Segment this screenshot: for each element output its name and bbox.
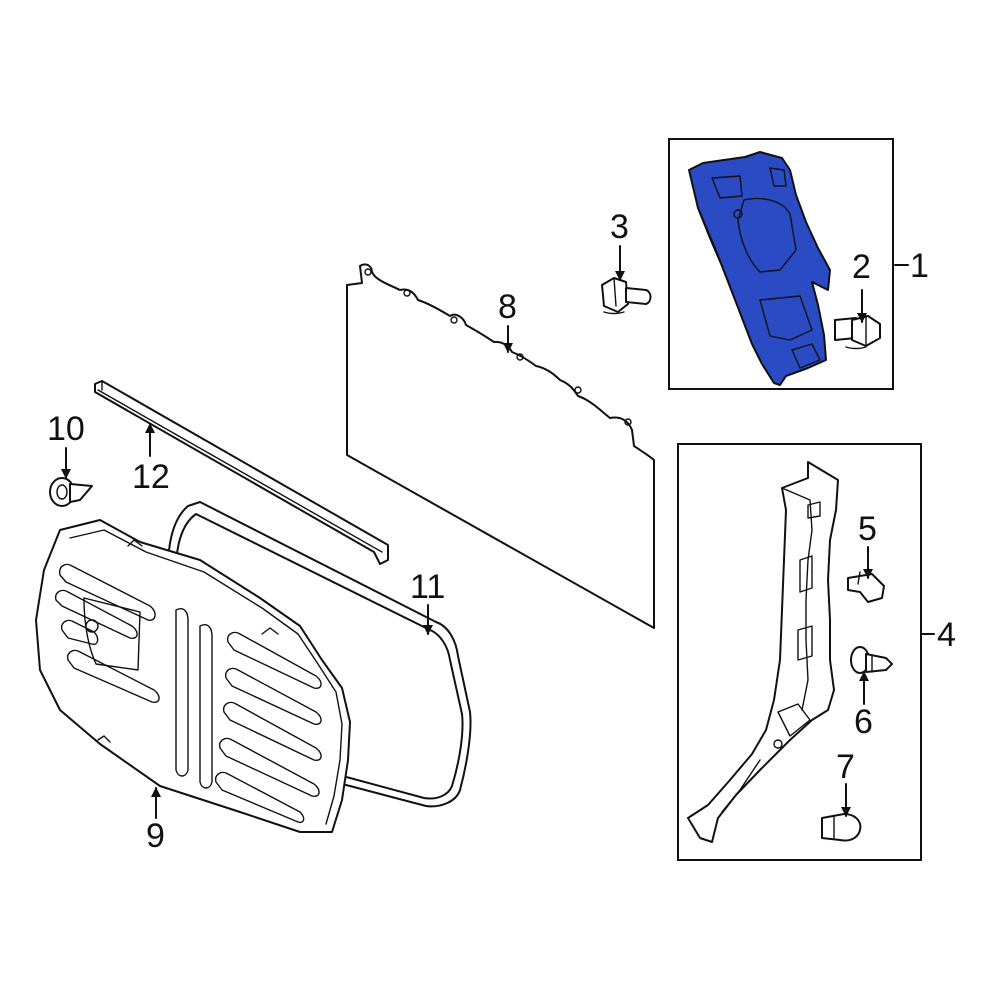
part-1-fill: [688, 151, 831, 386]
callout-6: 6: [854, 703, 873, 741]
part-7-retainer[interactable]: [821, 813, 862, 842]
part-6-push-pin[interactable]: [850, 646, 893, 674]
part-10-push-retainer[interactable]: [49, 477, 93, 507]
callout-2: 2: [852, 248, 871, 286]
callout-12: 12: [132, 458, 170, 496]
callout-10: 10: [47, 410, 85, 448]
part-2-bolt[interactable]: [834, 315, 881, 350]
part-3-bolt[interactable]: [601, 277, 652, 315]
part-1-highlighted-trim[interactable]: [688, 151, 831, 386]
leader-lines: [61, 245, 935, 819]
callout-9: 9: [146, 817, 165, 855]
callout-7: 7: [836, 748, 855, 786]
part-9-liner-panel[interactable]: [35, 519, 351, 833]
callout-5: 5: [858, 510, 877, 548]
part-1-group-box: [668, 138, 894, 390]
callout-4: 4: [937, 616, 956, 654]
part-5-clip[interactable]: [847, 571, 885, 603]
part-4-pillar-trim[interactable]: [687, 461, 839, 843]
callout-8: 8: [498, 288, 517, 326]
callout-1: 1: [910, 247, 929, 285]
callout-11: 11: [410, 568, 445, 606]
callout-3: 3: [610, 208, 629, 246]
part-4-group-box: [677, 443, 922, 861]
part-12-weatherstrip[interactable]: [94, 380, 389, 565]
